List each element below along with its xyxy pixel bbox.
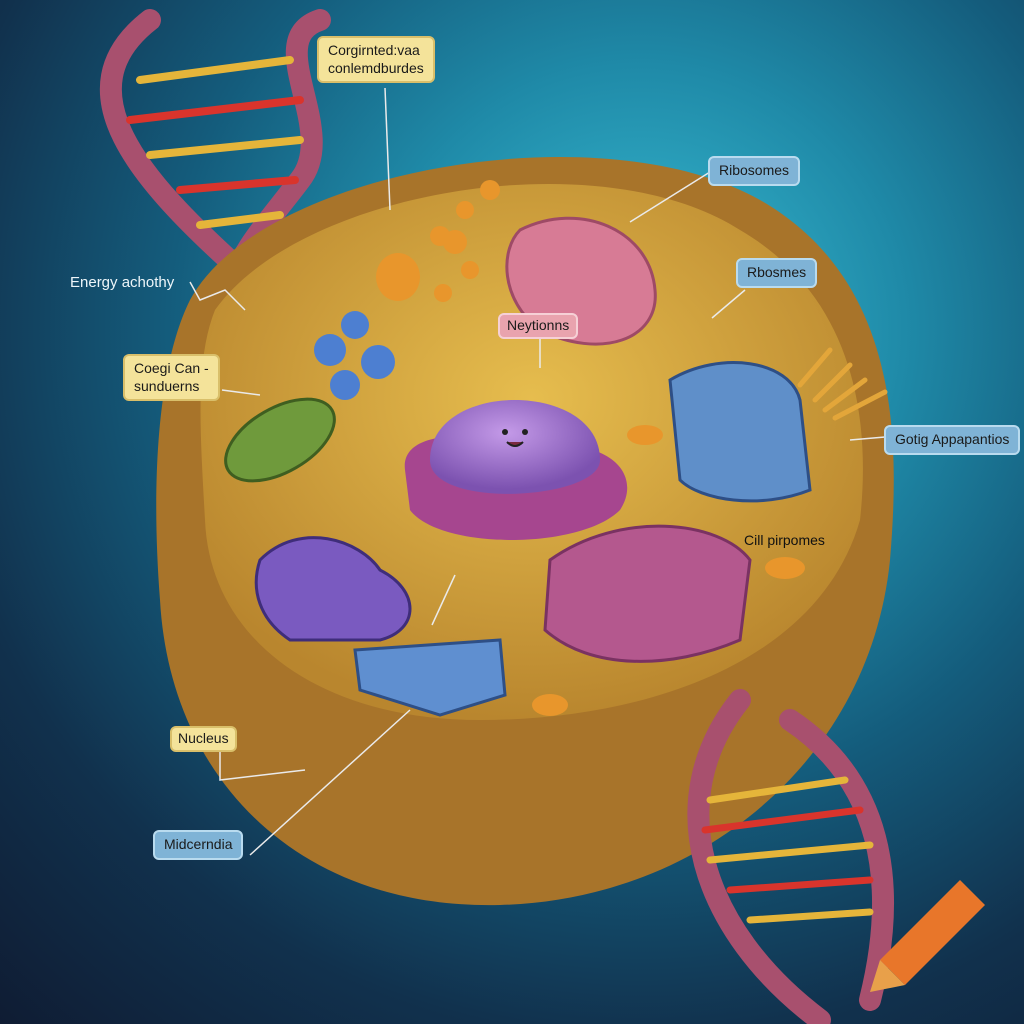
label-midcerndia: Midcerndia <box>153 830 244 860</box>
label-rbosmes: Rbosmes <box>736 258 818 288</box>
label-cill: Cill pirpomes <box>744 532 825 548</box>
mitochondria <box>224 397 507 717</box>
label-coegi: Coegi Can - sunduerns <box>123 354 220 401</box>
golgi-apparatus <box>668 361 812 503</box>
crayon-icon <box>870 880 985 992</box>
label-ribosomes: Ribosomes <box>708 156 801 186</box>
cilia <box>797 347 888 421</box>
label-coegi-line2: sunduerns <box>134 377 200 394</box>
label-top-line2: conlemdburdes <box>328 59 424 76</box>
label-coegi-line1: Coegi Can - <box>134 360 209 376</box>
dna-helix-bottom <box>687 689 894 1024</box>
leader-lines <box>189 87 886 856</box>
label-golgi: Gotig Appapantios <box>884 425 1021 455</box>
nucleus <box>404 400 628 540</box>
label-top-callout: Corgirnted:vaa conlemdburdes <box>317 36 435 83</box>
vesicles <box>314 180 805 716</box>
label-neytionns: Neytionns <box>498 313 579 339</box>
label-top-line1: Corgirnted:vaa <box>328 42 420 58</box>
label-energy: Energy achothy <box>70 274 175 291</box>
endoplasmic-reticulum <box>505 216 752 663</box>
label-nucleus: Nucleus <box>170 726 237 752</box>
